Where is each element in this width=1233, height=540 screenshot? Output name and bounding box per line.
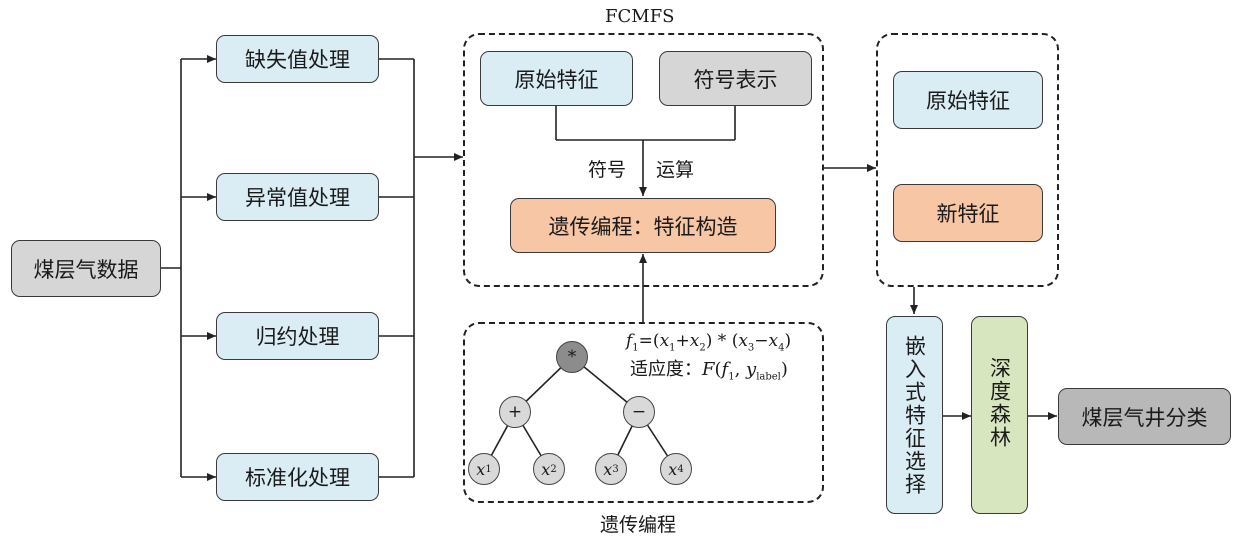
features-original-box: 原始特征: [893, 71, 1043, 129]
gp-caption: 遗传编程: [600, 514, 677, 536]
fcmfs-symbol-repr-box: 符号表示: [659, 51, 812, 106]
preprocess-outlier-box: 异常值处理: [216, 173, 379, 221]
gp-panel: [463, 322, 824, 503]
fcmfs-title: FCMFS: [605, 6, 675, 27]
preprocess-standardize-label: 标准化处理: [245, 466, 350, 490]
fcmfs-original-feature-box: 原始特征: [480, 51, 633, 106]
gp-tree-root-node: *: [556, 341, 588, 373]
preprocess-reduction-box: 归约处理: [216, 312, 379, 360]
fcmfs-op-symbol-label: 符号: [588, 159, 627, 181]
features-new-label: 新特征: [936, 202, 1000, 226]
input-data-box: 煤层气数据: [11, 240, 161, 297]
fcmfs-gp-construct-label: 遗传编程：特征构造: [548, 214, 738, 239]
gp-fitness: 适应度：F(f1, ylabel): [630, 359, 788, 383]
gp-formula: f1=(x1+x2) * (x3−x4): [626, 331, 792, 354]
gp-tree-minus-node: −: [623, 396, 655, 428]
deep-forest-box: 深度森林: [971, 316, 1028, 514]
features-new-box: 新特征: [893, 184, 1043, 242]
preprocess-reduction-label: 归约处理: [255, 325, 340, 349]
preprocess-standardize-box: 标准化处理: [216, 453, 379, 501]
embedded-selection-box: 嵌入式特征选择: [886, 316, 943, 514]
preprocess-missing-label: 缺失值处理: [245, 48, 350, 72]
features-original-label: 原始特征: [926, 89, 1010, 113]
gp-tree-plus-node: +: [499, 396, 531, 428]
fcmfs-original-feature-label: 原始特征: [514, 67, 599, 92]
features-panel: [876, 33, 1059, 287]
output-classification-label: 煤层气井分类: [1081, 405, 1208, 430]
fcmfs-panel: [463, 33, 824, 287]
preprocess-missing-box: 缺失值处理: [216, 35, 379, 83]
deep-forest-label: 深度森林: [987, 357, 1012, 449]
embedded-selection-label: 嵌入式特征选择: [902, 334, 927, 496]
fcmfs-gp-construct-box: 遗传编程：特征构造: [510, 198, 776, 253]
preprocess-outlier-label: 异常值处理: [245, 186, 350, 210]
fcmfs-op-calc-label: 运算: [656, 159, 695, 181]
output-classification-box: 煤层气井分类: [1058, 388, 1231, 445]
input-data-label: 煤层气数据: [33, 257, 139, 282]
fcmfs-symbol-repr-label: 符号表示: [693, 67, 778, 92]
